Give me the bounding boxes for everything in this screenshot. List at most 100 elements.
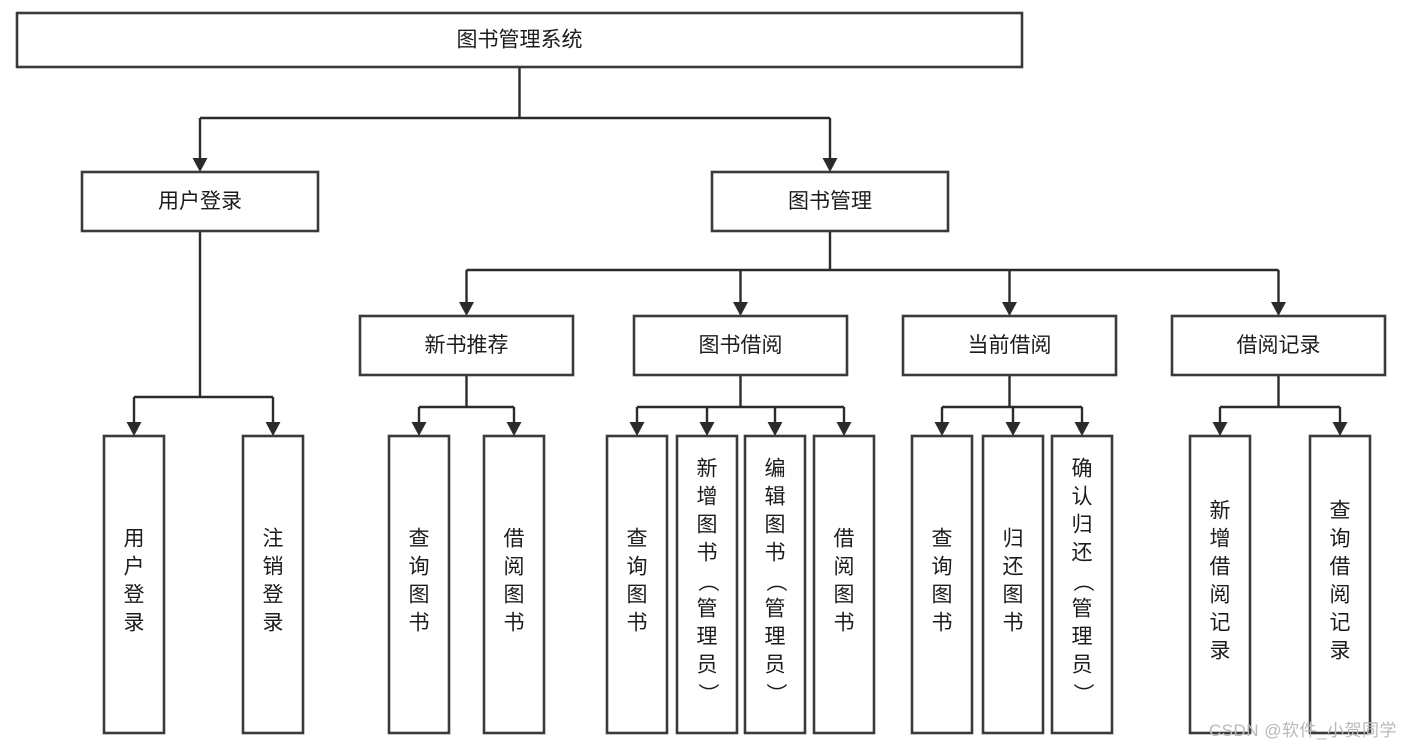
edge-root-to-book-manage-arrowhead <box>822 158 838 172</box>
node-box-leaf-edit-book[interactable] <box>743 434 807 735</box>
node-label-leaf-add-book-char: 增 <box>697 486 718 509</box>
node-box-borrow-record[interactable] <box>1170 314 1387 377</box>
node-label-leaf-return-book-char: 归 <box>1003 528 1024 551</box>
node-box-leaf-query-book-1[interactable] <box>387 434 451 735</box>
node-label-leaf-edit-book-char: 编 <box>765 458 786 481</box>
node-label-leaf-user-login-char: 户 <box>124 556 145 579</box>
edge-new-book-recommend-to-leaf-query-book-1-arrowhead <box>411 422 427 436</box>
node-label-leaf-add-record-char: 新 <box>1210 500 1231 523</box>
node-label-leaf-edit-book-char: 图 <box>765 514 786 537</box>
node-label-leaf-add-record-char: 借 <box>1210 556 1231 579</box>
edge-book-borrow-to-leaf-query-book-2-arrowhead <box>629 422 645 436</box>
node-label-leaf-edit-book-char: 员 <box>765 654 786 677</box>
node-label-leaf-query-record-char: 查 <box>1330 500 1351 523</box>
node-box-leaf-borrow-book-2[interactable] <box>812 434 876 735</box>
node-label-leaf-query-record-char: 记 <box>1330 612 1351 635</box>
node-label-leaf-user-logout-char: 销 <box>263 556 284 579</box>
edge-borrow-record-to-leaf-add-record-arrowhead <box>1212 422 1228 436</box>
node-new-book-recommend[interactable]: 新书推荐 <box>358 314 575 377</box>
node-borrow-record[interactable]: 借阅记录 <box>1170 314 1387 377</box>
node-label-current-borrow: 当前借阅 <box>968 334 1052 357</box>
node-label-leaf-confirm-return-char: 还 <box>1072 542 1093 565</box>
node-label-leaf-borrow-book-1-char: 书 <box>504 612 525 635</box>
node-box-current-borrow[interactable] <box>901 314 1118 377</box>
node-label-leaf-edit-book-char: 理 <box>765 626 786 649</box>
node-box-leaf-user-login[interactable] <box>102 434 166 735</box>
node-label-leaf-query-book-2-char: 询 <box>627 556 648 579</box>
edge-book-borrow-to-leaf-borrow-book-2-arrowhead <box>836 422 852 436</box>
node-label-leaf-query-book-3-char: 图 <box>932 584 953 607</box>
node-leaf-user-login[interactable]: 用户登录 <box>102 434 166 735</box>
node-label-leaf-user-login-char: 用 <box>124 528 145 551</box>
node-label-book-borrow: 图书借阅 <box>699 334 783 357</box>
node-label-leaf-user-login-char: 登 <box>124 584 145 607</box>
node-label-leaf-user-logout-char: 录 <box>263 612 284 635</box>
node-label-leaf-query-book-2-char: 书 <box>627 612 648 635</box>
node-user-login[interactable]: 用户登录 <box>80 170 320 233</box>
node-root[interactable]: 图书管理系统 <box>15 11 1024 69</box>
node-book-borrow[interactable]: 图书借阅 <box>632 314 849 377</box>
node-label-borrow-record: 借阅记录 <box>1237 334 1321 357</box>
node-label-leaf-query-book-1-char: 图 <box>409 584 430 607</box>
node-label-leaf-borrow-book-2-char: 阅 <box>834 556 855 579</box>
node-label-leaf-confirm-return-char: 确 <box>1072 458 1093 481</box>
node-label-leaf-edit-book-char: （ <box>764 571 787 592</box>
node-box-leaf-query-record[interactable] <box>1308 434 1372 735</box>
node-label-leaf-add-book-char: 管 <box>697 598 718 621</box>
node-box-book-borrow[interactable] <box>632 314 849 377</box>
node-box-leaf-add-book[interactable] <box>675 434 739 735</box>
node-label-leaf-add-book-char: 图 <box>697 514 718 537</box>
edge-book-manage-to-new-book-recommend-arrowhead <box>459 302 474 316</box>
node-label-leaf-add-record-char: 阅 <box>1210 584 1231 607</box>
node-label-leaf-query-book-1-char: 书 <box>409 612 430 635</box>
node-box-new-book-recommend[interactable] <box>358 314 575 377</box>
node-label-leaf-add-record-char: 录 <box>1210 640 1231 663</box>
node-box-book-manage[interactable] <box>710 170 950 233</box>
node-current-borrow[interactable]: 当前借阅 <box>901 314 1118 377</box>
node-label-leaf-confirm-return-char: 归 <box>1072 514 1093 537</box>
node-box-leaf-query-book-2[interactable] <box>605 434 669 735</box>
node-box-root[interactable] <box>15 11 1024 69</box>
edge-book-manage-to-borrow-record-arrowhead <box>1271 302 1286 316</box>
node-label-leaf-add-book-char: 新 <box>697 458 718 481</box>
node-book-manage[interactable]: 图书管理 <box>710 170 950 233</box>
node-label-leaf-query-book-2-char: 图 <box>627 584 648 607</box>
node-box-leaf-query-book-3[interactable] <box>910 434 974 735</box>
node-label-leaf-confirm-return-char: 员 <box>1072 654 1093 677</box>
node-label-leaf-add-book-char: 员 <box>697 654 718 677</box>
node-label-leaf-add-book-char: ） <box>696 683 719 704</box>
node-label-leaf-borrow-book-2-char: 图 <box>834 584 855 607</box>
node-label-leaf-add-book-char: 书 <box>697 542 718 565</box>
node-box-user-login[interactable] <box>80 170 320 233</box>
node-box-leaf-user-logout[interactable] <box>241 434 305 735</box>
node-label-leaf-query-book-1-char: 询 <box>409 556 430 579</box>
edge-book-borrow-to-leaf-add-book-arrowhead <box>699 422 715 436</box>
node-box-leaf-add-record[interactable] <box>1188 434 1252 735</box>
node-label-leaf-edit-book-char: 书 <box>765 542 786 565</box>
node-label-leaf-add-record-char: 增 <box>1210 528 1231 551</box>
node-label-book-manage: 图书管理 <box>788 190 872 213</box>
node-label-leaf-query-record-char: 询 <box>1330 528 1351 551</box>
node-layer: 图书管理系统用户登录图书管理新书推荐图书借阅当前借阅借阅记录用户登录注销登录查询… <box>15 11 1387 735</box>
node-label-user-login: 用户登录 <box>158 190 242 213</box>
node-label-leaf-confirm-return-char: 理 <box>1072 626 1093 649</box>
node-box-leaf-borrow-book-1[interactable] <box>482 434 546 735</box>
node-label-leaf-borrow-book-2-char: 书 <box>834 612 855 635</box>
node-box-leaf-return-book[interactable] <box>981 434 1045 735</box>
node-box-leaf-confirm-return[interactable] <box>1050 434 1114 735</box>
edge-current-borrow-to-leaf-return-book-arrowhead <box>1005 422 1021 436</box>
